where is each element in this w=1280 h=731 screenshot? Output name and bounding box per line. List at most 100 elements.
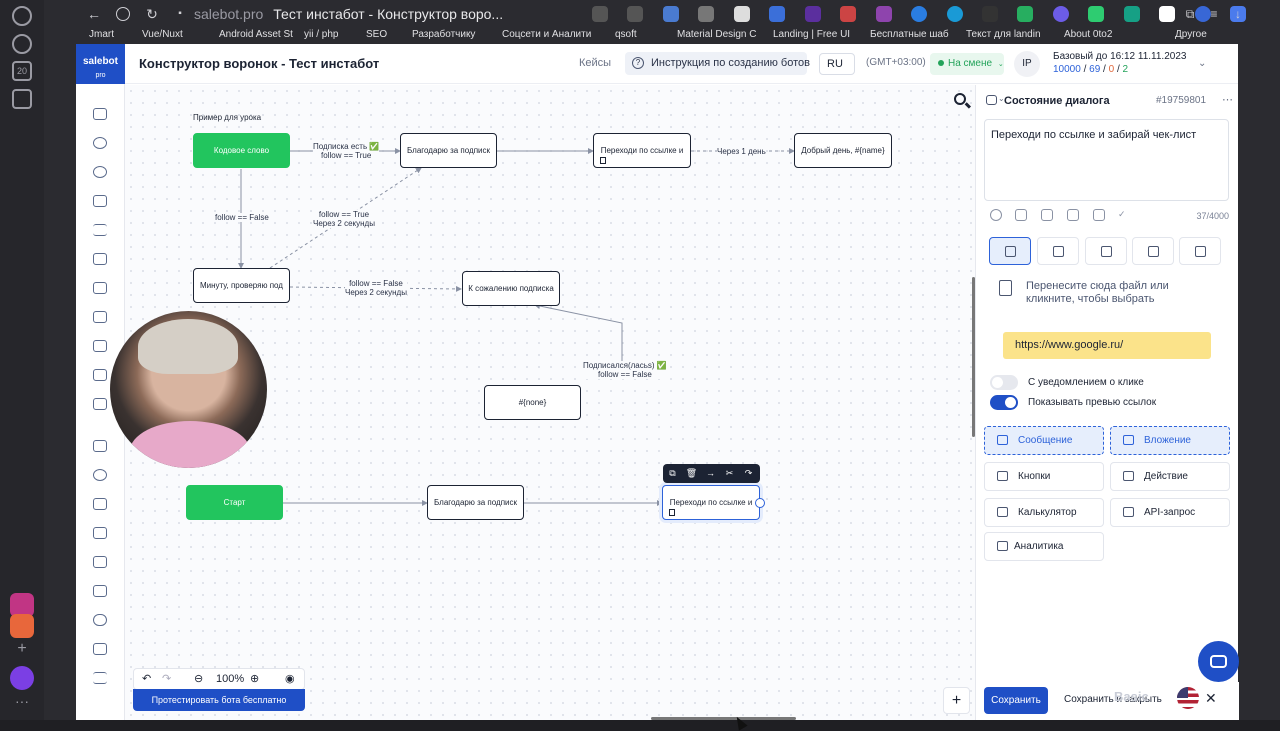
node-checking[interactable]: Минуту, проверяю под <box>193 268 290 303</box>
language-select[interactable]: RU ⌄ <box>819 53 855 89</box>
education-icon[interactable] <box>93 311 107 323</box>
download-icon[interactable]: ↓ <box>1235 7 1241 21</box>
extension-icon[interactable] <box>1088 6 1105 22</box>
stats-icon[interactable] <box>93 369 107 381</box>
bookmark-item[interactable]: Android Asset St <box>219 29 293 40</box>
bookmark-folder-other[interactable]: Другое <box>1175 29 1207 40</box>
extension-icon[interactable] <box>1159 6 1176 22</box>
apps-icon[interactable] <box>93 556 107 568</box>
tab-video[interactable] <box>1037 237 1079 265</box>
undo-icon[interactable]: ↶ <box>142 673 152 685</box>
bookmark-icon[interactable] <box>627 6 644 22</box>
hide-preview-icon[interactable] <box>1093 209 1105 221</box>
arrow-right-icon[interactable]: → <box>706 468 715 478</box>
message-icon[interactable] <box>93 340 107 352</box>
extension-icon[interactable] <box>1017 6 1034 22</box>
help-button[interactable]: ? Инструкция по созданию ботов <box>625 52 810 75</box>
share-icon[interactable]: ↷ <box>744 468 753 478</box>
node-none[interactable]: #{none} <box>484 385 581 420</box>
extension-icon[interactable] <box>1194 6 1211 22</box>
users-icon[interactable] <box>93 137 107 149</box>
node-follow-link[interactable]: Переходи по ссылке и <box>593 133 691 168</box>
edge-label[interactable]: follow == True Через 2 секунды <box>313 210 375 228</box>
wallet-icon[interactable] <box>93 643 107 655</box>
save-and-close-button[interactable]: Сохранить и закрыть <box>1064 694 1162 705</box>
bookmark-item[interactable]: Vue/Nuxt <box>142 29 183 40</box>
file-dropzone[interactable]: Перенесите сюда файл или кликните, чтобы… <box>994 274 1219 319</box>
search-icon[interactable] <box>954 93 966 105</box>
block-calculator-button[interactable]: Калькулятор <box>984 498 1104 527</box>
edge-label[interactable]: Через 1 день <box>717 147 766 156</box>
block-message-button[interactable]: Сообщение <box>984 426 1104 455</box>
edge-label[interactable]: follow == False <box>215 213 269 222</box>
add-block-button[interactable]: + <box>943 687 970 714</box>
code-icon[interactable] <box>1041 209 1053 221</box>
horizontal-scrollbar[interactable] <box>651 717 796 720</box>
shop-icon[interactable] <box>93 282 107 294</box>
variable-icon[interactable] <box>1015 209 1027 221</box>
chevron-down-icon[interactable]: ⌄ <box>998 94 1005 103</box>
avatar[interactable]: IP <box>1014 51 1040 77</box>
bookmark-item[interactable]: Material Design C <box>677 29 757 40</box>
bookmark-item[interactable]: Бесплатные шаб <box>870 29 949 40</box>
message-textarea[interactable]: Переходи по ссылке и забирай чек-лист <box>984 119 1229 201</box>
edge-label[interactable]: Подписка есть ✅ follow == True <box>313 142 380 160</box>
bookmark-item[interactable]: Jmart <box>89 29 114 40</box>
test-bot-button[interactable]: Протестировать бота бесплатно <box>133 689 305 711</box>
node-output-handle[interactable] <box>755 498 765 508</box>
tab-file[interactable] <box>1132 237 1174 265</box>
node-follow-link-selected[interactable]: Переходи по ссылке и <box>662 485 760 520</box>
status-badge[interactable]: На смене ⌄ <box>930 53 1004 75</box>
extension-icon[interactable] <box>911 6 928 22</box>
node-keyword[interactable]: Кодовое слово <box>193 133 290 168</box>
play-icon[interactable] <box>12 34 32 54</box>
url-input[interactable]: https://www.google.ru/ <box>1003 332 1211 359</box>
block-buttons-button[interactable]: Кнопки <box>984 462 1104 491</box>
funnel-canvas[interactable]: Пример для урока Кодовое слово Благодарю… <box>125 85 975 731</box>
extension-icon[interactable] <box>981 6 998 22</box>
tasks-icon[interactable] <box>93 585 107 597</box>
chats-icon[interactable] <box>93 440 107 452</box>
extension-icon[interactable] <box>1052 6 1069 22</box>
bookmark-item[interactable]: Текст для landin <box>966 29 1041 40</box>
plan-info[interactable]: Базовый до 16:12 11.11.2023 10000 / 69 /… <box>1053 50 1186 76</box>
more-icon[interactable]: ··· <box>15 693 29 709</box>
extension-icon[interactable] <box>662 6 679 22</box>
bookmark-item[interactable]: About 0to2 <box>1064 29 1113 40</box>
cloud-icon[interactable] <box>733 6 750 22</box>
node-thanks[interactable]: Благодарю за подписк <box>400 133 497 168</box>
funnel-icon[interactable] <box>93 108 107 120</box>
block-analytics-button[interactable]: Аналитика <box>984 532 1104 561</box>
copy-icon[interactable]: ⧉ <box>669 468 676 478</box>
redo-icon[interactable]: ↷ <box>162 673 172 685</box>
delete-icon[interactable]: 🗑 <box>685 468 698 478</box>
target-icon[interactable] <box>93 166 107 178</box>
toggle-switch[interactable] <box>990 375 1018 390</box>
formula-icon[interactable] <box>698 6 715 22</box>
eye-icon[interactable]: ◉ <box>285 673 295 685</box>
extension-icon[interactable] <box>804 6 821 22</box>
phone-icon[interactable] <box>93 527 107 539</box>
menu-icon[interactable]: ≡ <box>1210 7 1218 21</box>
instagram-icon[interactable] <box>10 593 34 617</box>
more-icon[interactable]: ⋯ <box>1222 94 1233 106</box>
close-icon[interactable]: ✕ <box>1205 690 1217 706</box>
extension-icon[interactable] <box>592 6 608 22</box>
zoom-out-icon[interactable]: ⊖ <box>194 673 204 685</box>
check-icon[interactable]: ✓ <box>1118 209 1126 219</box>
app-icon[interactable] <box>10 614 34 638</box>
back-icon[interactable]: ← <box>87 6 101 22</box>
bookmark-item[interactable]: yii / php <box>304 29 339 40</box>
puzzle-icon[interactable]: ⧉ <box>1185 7 1195 21</box>
bookmark-item[interactable]: qsoft <box>615 29 637 40</box>
edge-label[interactable]: Подписался(ласьs) ✅ follow == False <box>583 361 667 379</box>
list-icon[interactable] <box>93 224 107 236</box>
cases-link[interactable]: Кейсы <box>579 57 612 69</box>
node-start[interactable]: Старт <box>186 485 283 520</box>
vertical-scrollbar[interactable] <box>972 277 975 437</box>
extension-icon[interactable] <box>946 6 963 22</box>
save-button[interactable]: Сохранить <box>984 687 1048 714</box>
extension-icon[interactable] <box>1123 6 1140 22</box>
salebot-logo[interactable]: salebot pro <box>76 44 125 84</box>
